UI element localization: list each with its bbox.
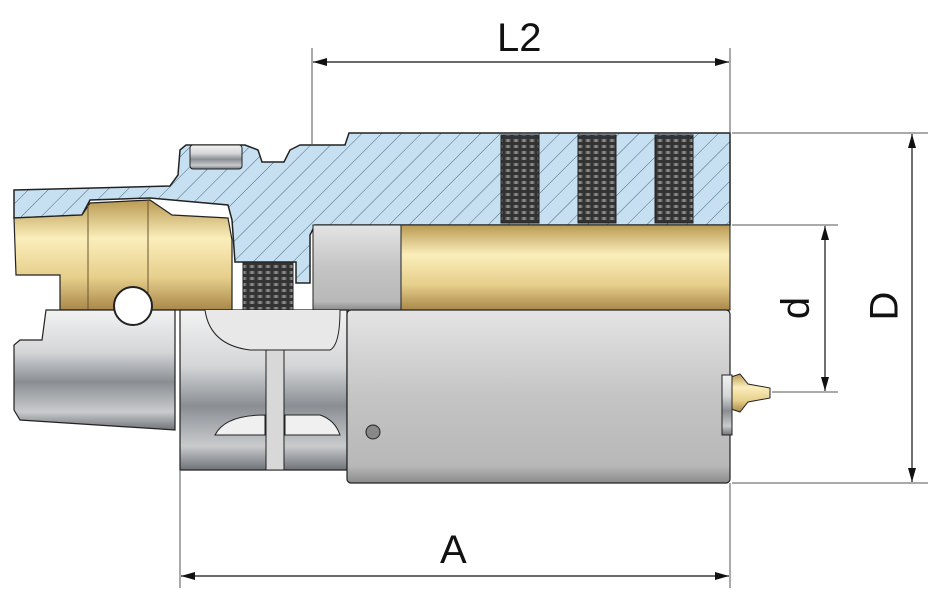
grease-nipple <box>727 373 771 413</box>
bore-ring <box>312 224 402 311</box>
drive-key <box>189 144 243 170</box>
clamping-unit <box>13 199 233 311</box>
extension-lines <box>179 48 928 588</box>
dim-label-d: d <box>774 296 819 320</box>
sleeve <box>346 309 731 484</box>
thread <box>242 261 294 311</box>
bore <box>400 224 731 311</box>
v-groove <box>265 349 285 471</box>
dim-label-A: A <box>440 528 467 572</box>
spring-3 <box>654 134 694 224</box>
dim-label-L2: L2 <box>497 16 542 60</box>
dim-label-D: D <box>862 291 907 321</box>
taper-shank <box>13 309 176 431</box>
set-screw <box>365 424 381 440</box>
spring-1 <box>500 134 540 224</box>
ball-hole <box>113 286 153 326</box>
spring-2 <box>577 134 617 224</box>
